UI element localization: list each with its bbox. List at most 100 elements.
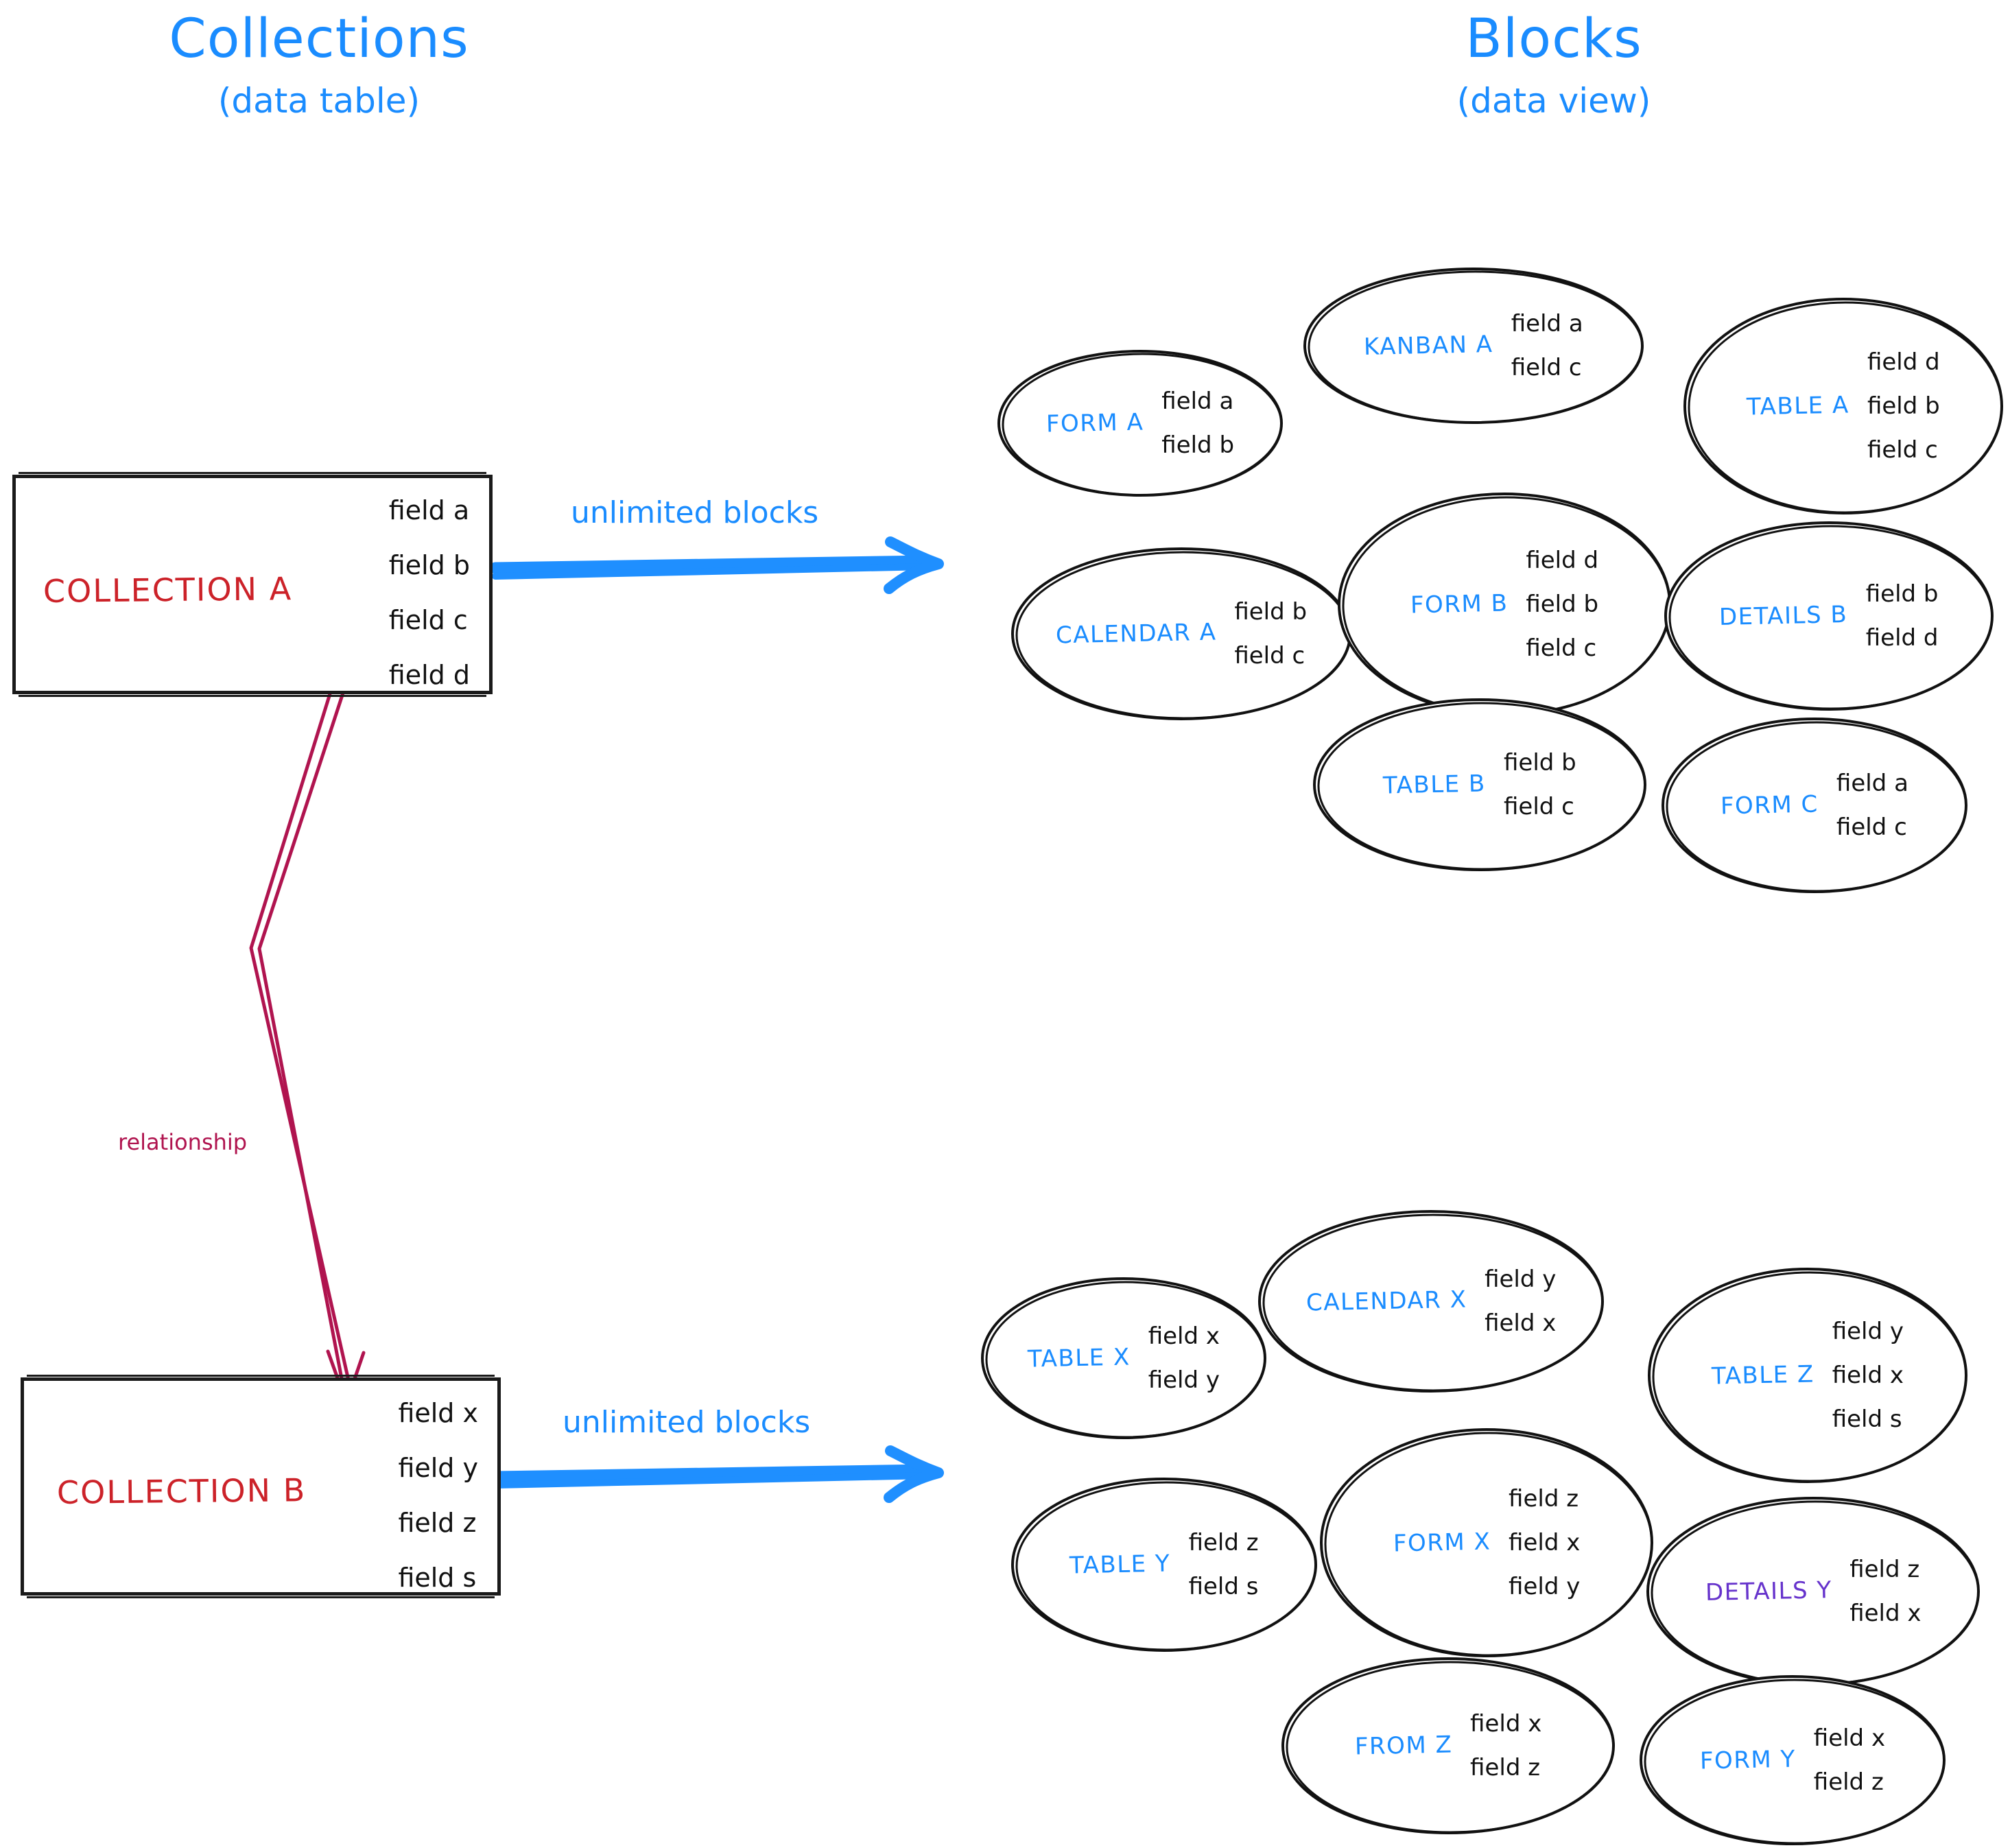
field-item: field c [1234, 642, 1305, 670]
collection-b-box[interactable]: COLLECTION B field x field y field z fie… [21, 1375, 501, 1598]
block-label: TABLE B [1382, 770, 1487, 800]
collection-a-box[interactable]: COLLECTION A field a field b field c fie… [12, 472, 493, 697]
block-fields: field x field z [1814, 1727, 1885, 1794]
block-label: FORM Y [1699, 1745, 1797, 1775]
unlimited-blocks-arrow-bottom [489, 1445, 944, 1503]
field-item: field c [1504, 793, 1574, 820]
collection-b-fields: field x field y field z field s [398, 1400, 478, 1591]
field-item: field b [1234, 598, 1308, 626]
field-item: field s [398, 1563, 477, 1593]
block-label: DETAILS B [1719, 601, 1849, 631]
blocks-subtitle: (data view) [1456, 81, 1651, 121]
block-calendar-x[interactable]: CALENDAR X field y field x [1257, 1209, 1605, 1394]
field-item: field s [1832, 1406, 1902, 1433]
field-item: field c [1867, 436, 1938, 464]
block-label: CALENDAR X [1305, 1286, 1467, 1317]
ellipse-outline [1683, 298, 2003, 514]
field-item: field c [388, 605, 468, 635]
block-table-y[interactable]: TABLE Y field z field s [1010, 1476, 1319, 1653]
block-label: FORM C [1720, 790, 1819, 820]
blocks-title: Blocks [1465, 8, 1642, 70]
right-section-title: Blocks (data view) [1235, 12, 1873, 118]
block-fields: field z field x [1849, 1558, 1921, 1625]
ellipse-outline [1662, 718, 1967, 893]
field-item: field y [1832, 1318, 1904, 1345]
field-item: field z [398, 1508, 477, 1538]
field-item: field d [1526, 547, 1599, 574]
field-item: field a [1836, 770, 1908, 797]
field-item: field x [1832, 1362, 1904, 1389]
left-section-title: Collections (data table) [0, 12, 638, 118]
block-details-y[interactable]: DETAILS Y field z field x [1645, 1495, 1981, 1687]
field-item: field x [1148, 1323, 1220, 1350]
collection-a-label: COLLECTION A [43, 570, 293, 610]
field-item: field b [1867, 392, 1940, 420]
field-item: field d [388, 660, 470, 690]
block-kanban-a[interactable]: KANBAN A field a field c [1302, 266, 1645, 425]
block-label: FROM Z [1354, 1731, 1453, 1761]
ellipse-outline [1320, 1428, 1653, 1657]
block-label: TABLE X [1027, 1343, 1131, 1373]
block-fields: field x field z [1470, 1712, 1541, 1779]
block-fields: field d field b field c [1526, 549, 1598, 660]
collections-title: Collections [169, 8, 469, 70]
field-item: field c [1526, 635, 1597, 662]
block-table-x[interactable]: TABLE X field x field y [980, 1276, 1268, 1441]
collections-subtitle: (data table) [217, 81, 421, 121]
arrow-label-bottom: unlimited blocks [563, 1405, 811, 1440]
field-item: field x [1485, 1310, 1557, 1337]
block-fields: field a field c [1836, 772, 1908, 839]
field-item: field x [1813, 1725, 1886, 1752]
field-item: field d [1865, 624, 1939, 652]
block-table-b[interactable]: TABLE B field b field c [1312, 697, 1648, 873]
block-form-a[interactable]: FORM A field a field b [996, 348, 1284, 498]
field-item: field z [1188, 1529, 1259, 1556]
block-from-z[interactable]: FROM Z field x field z [1280, 1656, 1616, 1836]
ellipse-outline [1648, 1268, 1967, 1483]
collection-a-fields: field a field b field c field d [389, 497, 470, 688]
block-table-z[interactable]: TABLE Z field y field x field s [1646, 1266, 1969, 1484]
field-item: field b [1526, 591, 1599, 618]
block-form-c[interactable]: FORM C field a field c [1660, 716, 1969, 895]
ellipse-outline [1664, 521, 1994, 711]
arrow-label-top: unlimited blocks [571, 495, 819, 530]
block-label: TABLE Y [1069, 1550, 1171, 1580]
block-fields: field z field x field y [1509, 1487, 1580, 1598]
field-item: field b [1161, 431, 1235, 459]
field-item: field z [1509, 1485, 1579, 1513]
block-form-x[interactable]: FORM X field z field x field y [1319, 1427, 1655, 1659]
relationship-label: relationship [118, 1129, 248, 1155]
block-table-a[interactable]: TABLE A field d field b field c [1682, 296, 2005, 516]
field-item: field d [1867, 348, 1940, 376]
field-item: field z [1849, 1556, 1920, 1583]
block-fields: field a field c [1511, 312, 1583, 379]
ellipse-outline [981, 1277, 1266, 1439]
block-fields: field y field x [1485, 1268, 1556, 1335]
ellipse-outline [1281, 1657, 1615, 1834]
unlimited-blocks-arrow-top [489, 536, 944, 594]
field-item: field b [1504, 749, 1576, 777]
field-item: field s [1188, 1573, 1259, 1600]
relationship-connector [249, 678, 366, 1405]
block-label: FORM A [1045, 408, 1144, 438]
field-item: field x [1470, 1710, 1542, 1738]
block-fields: field a field b [1161, 390, 1234, 457]
block-fields: field b field c [1234, 600, 1307, 667]
block-details-b[interactable]: DETAILS B field b field d [1663, 520, 1995, 712]
field-item: field a [388, 495, 470, 525]
block-fields: field d field b field c [1867, 351, 1940, 462]
field-item: field y [398, 1453, 478, 1483]
block-fields: field z field s [1189, 1531, 1259, 1598]
field-item: field x [1849, 1600, 1922, 1627]
field-item: field z [1813, 1768, 1884, 1796]
block-calendar-a[interactable]: CALENDAR A field b field c [1010, 546, 1353, 722]
block-form-b[interactable]: FORM B field d field b field c [1336, 491, 1672, 718]
field-item: field z [1470, 1754, 1541, 1781]
ellipse-outline [1011, 1478, 1317, 1652]
block-form-y[interactable]: FORM Y field x field z [1638, 1674, 1947, 1847]
block-label: CALENDAR A [1055, 618, 1217, 650]
block-label: TABLE A [1746, 391, 1850, 421]
block-label: FORM X [1393, 1528, 1491, 1558]
block-fields: field y field x field s [1832, 1320, 1904, 1431]
